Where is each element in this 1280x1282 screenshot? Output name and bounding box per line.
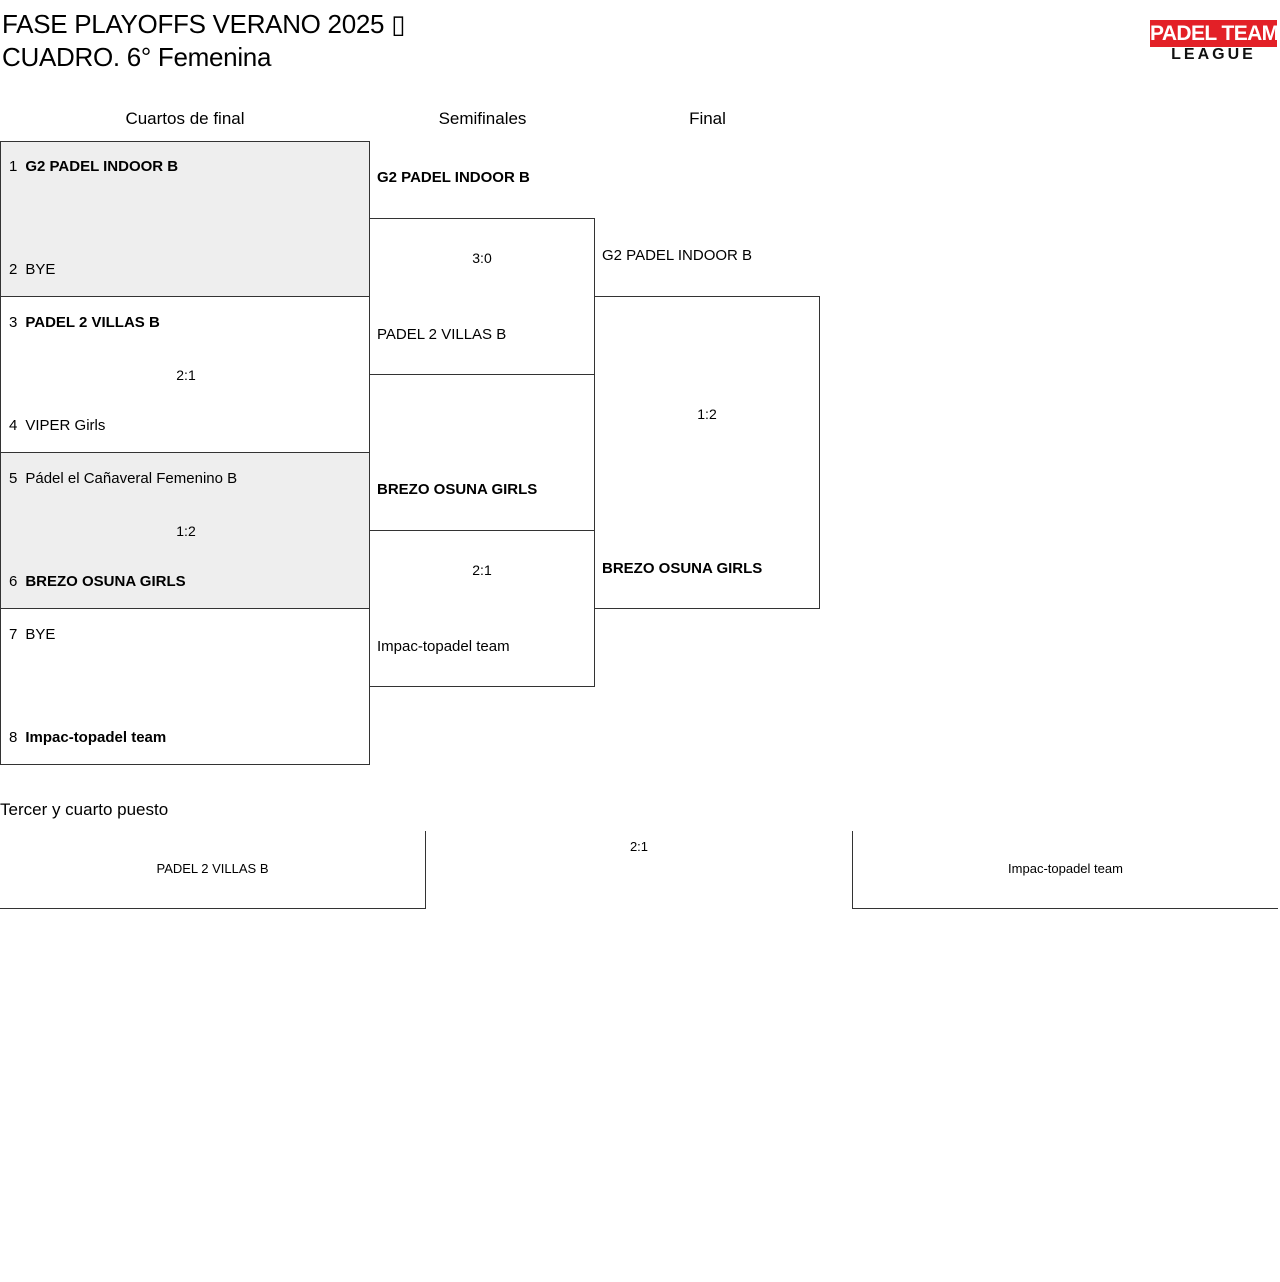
round-heading-quarterfinals: Cuartos de final xyxy=(125,109,245,128)
seed-number: 6 xyxy=(9,573,18,590)
round-heading-semifinals: Semifinales xyxy=(438,109,527,128)
page-title: FASE PLAYOFFS VERANO 2025 ▯ xyxy=(2,9,406,39)
semifinal-match-1: 3:0 PADEL 2 VILLAS B xyxy=(369,218,595,375)
semifinal-2-team-a: BREZO OSUNA GIRLS xyxy=(377,481,538,498)
seed-number: 1 xyxy=(9,158,18,175)
logo-bottom-text: LEAGUE xyxy=(1171,46,1256,63)
page-subtitle: CUADRO. 6° Femenina xyxy=(2,42,272,72)
third-place-score: 2:1 xyxy=(629,839,649,854)
quarterfinal-4-team-a: 7 BYE xyxy=(9,626,55,644)
quarterfinal-1-team-a: 1 G2 PADEL INDOOR B xyxy=(9,158,178,176)
semifinal-2-score: 2:1 xyxy=(472,562,492,578)
team-name: BYE xyxy=(25,626,56,643)
team-name: BREZO OSUNA GIRLS xyxy=(25,573,186,590)
seed-number: 7 xyxy=(9,626,18,643)
semifinal-match-2: 2:1 Impac-topadel team xyxy=(369,530,595,687)
third-place-team-a-cell: PADEL 2 VILLAS B xyxy=(0,831,426,909)
quarterfinal-3-score: 1:2 xyxy=(176,523,196,539)
final-match: 1:2 BREZO OSUNA GIRLS xyxy=(594,296,820,609)
team-name: BYE xyxy=(25,261,56,278)
seed-number: 5 xyxy=(9,470,18,487)
quarterfinal-3-team-a: 5 Pádel el Cañaveral Femenino B xyxy=(9,470,237,488)
seed-number: 8 xyxy=(9,729,18,746)
team-name: PADEL 2 VILLAS B xyxy=(25,314,160,331)
quarterfinal-2-team-b: 4 VIPER Girls xyxy=(9,417,105,435)
quarterfinal-match-4: 7 BYE 8 Impac-topadel team xyxy=(0,608,370,765)
semifinal-2-team-b: Impac-topadel team xyxy=(377,638,510,655)
quarterfinal-match-2: 3 PADEL 2 VILLAS B 2:1 4 VIPER Girls xyxy=(0,296,370,453)
quarterfinal-2-score: 2:1 xyxy=(176,367,196,383)
team-name: Impac-topadel team xyxy=(25,729,167,746)
final-team-a: G2 PADEL INDOOR B xyxy=(602,247,753,264)
semifinal-1-team-b: PADEL 2 VILLAS B xyxy=(377,326,507,343)
team-name: VIPER Girls xyxy=(25,417,106,434)
quarterfinal-match-3: 5 Pádel el Cañaveral Femenino B 1:2 6 BREZ… xyxy=(0,452,370,609)
semifinal-1-score: 3:0 xyxy=(472,250,492,266)
quarterfinal-4-team-b: 8 Impac-topadel team xyxy=(9,729,166,747)
quarterfinal-3-team-b: 6 BREZO OSUNA GIRLS xyxy=(9,573,186,591)
team-name: Pádel el Cañaveral Femenino B xyxy=(25,470,238,487)
league-logo: PADEL TEAM LEAGUE xyxy=(1150,20,1277,63)
seed-number: 3 xyxy=(9,314,18,331)
quarterfinal-1-team-b: 2 BYE xyxy=(9,261,55,279)
quarterfinal-2-team-a: 3 PADEL 2 VILLAS B xyxy=(9,314,160,332)
third-place-team-a: PADEL 2 VILLAS B xyxy=(156,861,269,876)
third-place-team-b: Impac-topadel team xyxy=(1008,861,1123,876)
third-place-team-b-cell: Impac-topadel team xyxy=(852,831,1278,909)
semifinal-1-team-a: G2 PADEL INDOOR B xyxy=(377,169,530,186)
round-heading-final: Final xyxy=(689,109,726,128)
seed-number: 4 xyxy=(9,417,18,434)
quarterfinal-match-1: 1 G2 PADEL INDOOR B 2 BYE xyxy=(0,141,370,297)
logo-top-text: PADEL TEAM xyxy=(1150,20,1277,47)
final-team-b: BREZO OSUNA GIRLS xyxy=(602,560,763,577)
final-score: 1:2 xyxy=(697,406,717,422)
seed-number: 2 xyxy=(9,261,18,278)
third-place-heading: Tercer y cuarto puesto xyxy=(0,800,169,819)
team-name: G2 PADEL INDOOR B xyxy=(25,158,179,175)
